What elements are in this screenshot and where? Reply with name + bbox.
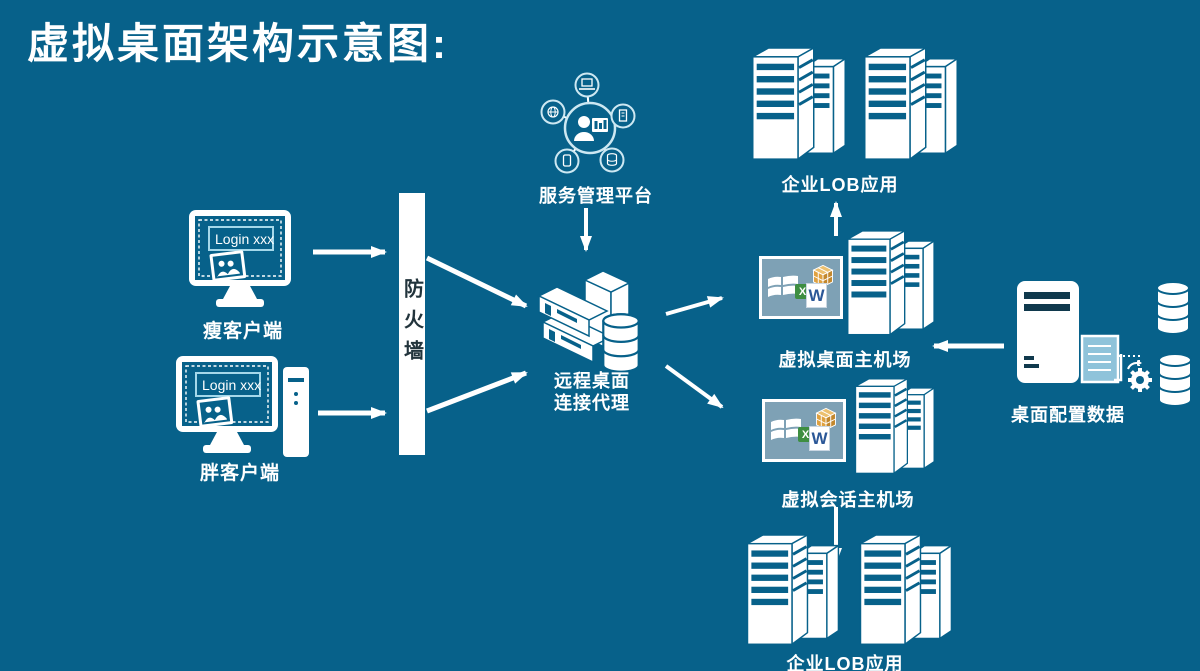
- thin-client-monitor-icon: Login xxx: [189, 210, 291, 307]
- page-title: 虚拟桌面架构示意图:: [27, 20, 449, 67]
- arrow-broker-to-session-farm: [664, 364, 724, 409]
- thin-client-label: 瘦客户端: [202, 321, 284, 342]
- arrow-firewall-to-broker-upper: [425, 255, 528, 309]
- arrow-firewall-to-broker-lower: [426, 370, 528, 414]
- fat-client-login-text: Login xxx: [202, 377, 261, 393]
- lob-top-label: 企业LOB应用: [781, 175, 899, 195]
- session-farm-towers-icon: [854, 378, 936, 475]
- config-doc-gear-connector: [1118, 355, 1140, 366]
- hub-admin-person-icon: [578, 116, 590, 128]
- session-farm-screen: X W: [762, 399, 846, 462]
- config-document-icon: [1080, 334, 1123, 384]
- lob-bottom-label: 企业LOB应用: [786, 654, 904, 671]
- hub-database-node: [599, 147, 625, 173]
- vdi-farm-label: 虚拟桌面主机场: [778, 350, 912, 370]
- lob-bottom-towers-right-icon: [859, 534, 953, 646]
- fat-client-label: 胖客户端: [199, 463, 281, 484]
- config-database-top-icon: [1155, 280, 1191, 336]
- arrow-broker-to-vdi-farm: [665, 296, 724, 316]
- config-gear-icon: [1127, 360, 1152, 392]
- thin-client-login-text: Login xxx: [215, 231, 274, 247]
- hub-laptop-node: [574, 72, 600, 98]
- lob-bottom-towers-left-icon: [746, 534, 840, 646]
- service-platform-hub-icon: [540, 72, 636, 174]
- config-database-bottom-icon: [1157, 352, 1193, 408]
- broker-label-line1: 远程桌面: [554, 371, 630, 391]
- word-icon: W: [806, 283, 827, 308]
- broker-label-line2: 连接代理: [554, 393, 630, 413]
- hub-mobile-node: [554, 148, 580, 174]
- firewall-label: 防火墙: [400, 277, 423, 371]
- fat-client-monitor-icon: Login xxx: [176, 356, 278, 453]
- lob-top-towers-left-icon: [751, 47, 846, 161]
- fat-client-tower-icon: [283, 367, 309, 457]
- service-platform-label: 服务管理平台: [539, 186, 653, 206]
- config-data-label: 桌面配置数据: [1011, 405, 1125, 425]
- session-farm-label: 虚拟会话主机场: [781, 490, 915, 510]
- firewall-bar: 防火墙: [399, 193, 425, 455]
- vdi-farm-towers-icon: [846, 230, 936, 337]
- vdi-farm-screen: X W: [759, 256, 843, 319]
- lob-top-towers-right-icon: [863, 47, 958, 161]
- word-icon: W: [809, 426, 830, 451]
- broker-database-icon: [602, 313, 640, 373]
- config-server-icon: [1017, 281, 1079, 383]
